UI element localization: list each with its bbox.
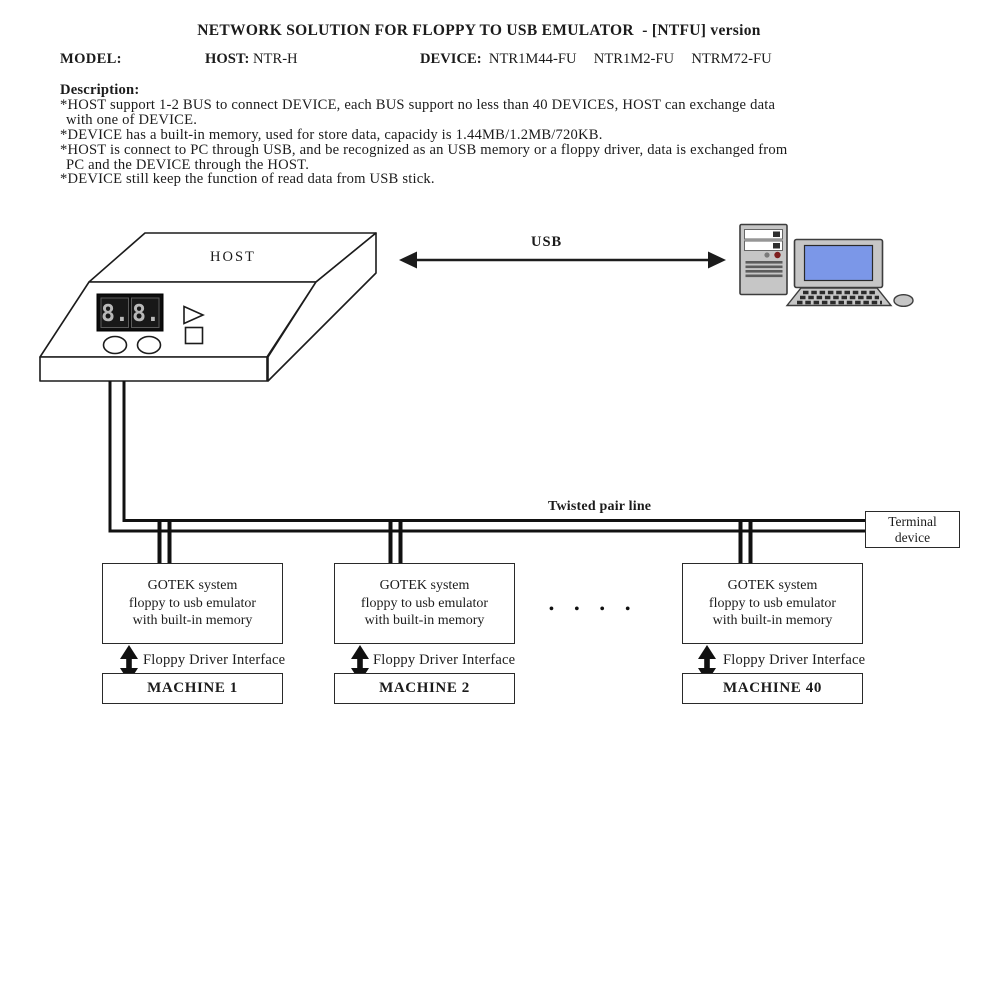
- display-digit-2: 8.: [132, 301, 160, 327]
- host-model-label: HOST:: [205, 51, 250, 67]
- gotek-box-1: GOTEK system floppy to usb emulator with…: [102, 563, 283, 644]
- terminal-device-line2: device: [894, 529, 931, 545]
- tower-vents: [745, 261, 783, 278]
- machine-label: MACHINE 1: [147, 680, 238, 696]
- play-icon: [183, 305, 205, 325]
- description-line: *HOST is connect to PC through USB, and …: [60, 141, 788, 158]
- gotek-box-2: GOTEK system floppy to usb emulator with…: [334, 563, 515, 644]
- bus-drop-gotek-2: [388, 519, 403, 564]
- drive-bay-1: [744, 229, 783, 240]
- model-label: MODEL:: [60, 51, 122, 67]
- floppy-interface-label-2: Floppy Driver Interface: [373, 652, 516, 668]
- bus-wire-inner: [122, 381, 865, 522]
- host-device-label: HOST: [210, 249, 256, 265]
- machine-label: MACHINE 2: [379, 680, 470, 696]
- ellipsis-dots: • • • •: [549, 602, 635, 617]
- gotek-line: GOTEK system: [727, 578, 818, 594]
- floppy-interface-label-3: Floppy Driver Interface: [723, 652, 866, 668]
- host-model-value: NTR-H: [253, 51, 298, 67]
- description-line: with one of DEVICE.: [66, 111, 198, 128]
- description-line: *DEVICE has a built-in memory, used for …: [60, 126, 603, 143]
- pc-monitor: [793, 238, 884, 289]
- host-right-face: [267, 232, 377, 382]
- model-row: MODEL: HOST: NTR-H DEVICE: NTR1M44-FU NT…: [0, 51, 1000, 69]
- host-button-right: [136, 335, 162, 355]
- device-model-values: NTR1M44-FU NTR1M2-FU NTRM72-FU: [488, 51, 772, 67]
- gotek-line: with built-in memory: [364, 613, 485, 629]
- bus-drop-gotek-1: [157, 519, 172, 564]
- device-model-label: DEVICE:: [420, 51, 482, 67]
- gotek-line: floppy to usb emulator: [128, 595, 257, 611]
- host-front-face: [39, 356, 268, 382]
- power-button: [764, 252, 770, 258]
- machine-box-2: MACHINE 2: [334, 673, 515, 704]
- machine-label: MACHINE 40: [723, 680, 822, 696]
- machine-box-1: MACHINE 1: [102, 673, 283, 704]
- gotek-line: GOTEK system: [379, 578, 470, 594]
- terminal-device-box: Terminal device: [865, 511, 960, 548]
- gotek-line: with built-in memory: [132, 613, 253, 629]
- description-block: Description: *HOST support 1-2 BUS to co…: [60, 83, 965, 187]
- bus-wiring: [108, 381, 865, 564]
- pc-mouse: [893, 294, 914, 308]
- host-display: 8. 8.: [96, 293, 164, 332]
- usb-link-label: USB: [531, 234, 563, 250]
- twisted-pair-label: Twisted pair line: [548, 499, 652, 514]
- drive-bay-2: [744, 240, 783, 251]
- pc-keyboard: [785, 287, 893, 307]
- host-device-drawing: [39, 232, 377, 382]
- description-line: *DEVICE still keep the function of read …: [60, 171, 435, 188]
- model-device: DEVICE: NTR1M44-FU NTR1M2-FU NTRM72-FU: [420, 51, 772, 68]
- pc-tower: [739, 223, 788, 296]
- description-line: PC and the DEVICE through the HOST.: [66, 156, 310, 173]
- display-digit-1: 8.: [101, 301, 129, 327]
- description-heading: Description:: [60, 82, 140, 98]
- bus-drop-gotek-3: [738, 519, 753, 564]
- model-host: HOST: NTR-H: [205, 51, 298, 68]
- usb-arrowhead-right: [708, 251, 726, 269]
- bus-wire-outer: [108, 381, 865, 533]
- host-button-left: [102, 335, 128, 355]
- floppy-interface-label-1: Floppy Driver Interface: [143, 652, 286, 668]
- gotek-line: floppy to usb emulator: [708, 595, 837, 611]
- page-title: NETWORK SOLUTION FOR FLOPPY TO USB EMULA…: [197, 22, 761, 39]
- monitor-screen: [803, 244, 874, 282]
- host-panel-controls: [102, 305, 205, 355]
- gotek-box-3: GOTEK system floppy to usb emulator with…: [682, 563, 863, 644]
- machine-box-3: MACHINE 40: [682, 673, 863, 704]
- drive-bay-2-button: [773, 243, 780, 249]
- terminal-device-line1: Terminal: [888, 514, 937, 529]
- usb-arrow: [399, 251, 726, 269]
- usb-arrowhead-left: [399, 251, 417, 269]
- reset-button: [774, 251, 781, 259]
- description-line: *HOST support 1-2 BUS to connect DEVICE,…: [60, 96, 776, 113]
- gotek-line: GOTEK system: [147, 578, 238, 594]
- gotek-line: floppy to usb emulator: [360, 595, 489, 611]
- stop-icon: [184, 326, 204, 345]
- gotek-line: with built-in memory: [712, 613, 833, 629]
- drive-bay-1-button: [773, 231, 780, 237]
